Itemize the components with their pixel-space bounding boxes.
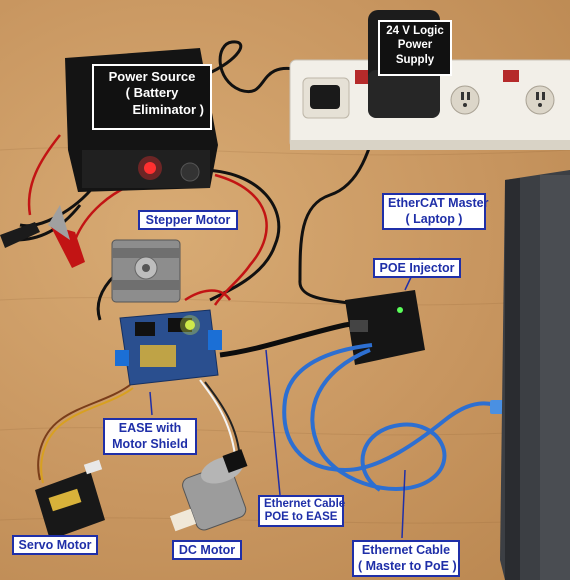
label-ease-shield: EASE with Motor Shield xyxy=(103,418,197,456)
label-ease-shield-line1: EASE with xyxy=(118,421,182,435)
blue-ethernet-cables xyxy=(282,343,516,492)
label-ethercat-master: EtherCAT Master ( Laptop ) xyxy=(382,193,489,231)
label-power-source-line1: Power Source xyxy=(108,69,196,84)
label-power-source-line2: ( Battery xyxy=(125,85,179,101)
label-dc-motor: DC Motor xyxy=(172,540,242,561)
wall-plug xyxy=(310,85,340,109)
power-cables xyxy=(14,40,382,321)
label-logic-supply: 24 V Logic Power Supply xyxy=(378,20,452,76)
ease-shield-board xyxy=(115,309,222,386)
label-servo-motor: Servo Motor xyxy=(12,535,98,556)
alligator-clips xyxy=(0,205,85,268)
label-ethernet-master-poe: Ethernet Cable ( Master to PoE ) xyxy=(352,540,460,578)
servo-motor xyxy=(35,459,105,540)
label-ethernet-poe-ease: Ethernet Cable POE to EASE xyxy=(258,495,346,528)
label-power-source: Power Source ( Battery Eliminator ) xyxy=(92,64,212,130)
label-logic-supply-line3: Supply xyxy=(395,53,435,66)
label-ease-shield-line2: Motor Shield xyxy=(112,436,188,451)
laptop xyxy=(500,170,570,580)
label-ethernet-master-poe-line1: Ethernet Cable xyxy=(361,543,451,557)
label-power-source-line3: Eliminator ) xyxy=(132,101,204,117)
label-stepper-motor: Stepper Motor xyxy=(138,210,238,231)
label-logic-supply-line2: Power xyxy=(397,39,433,52)
label-logic-supply-line1: 24 V Logic xyxy=(386,25,444,37)
label-ethercat-master-line1: EtherCAT Master xyxy=(388,196,489,210)
label-ethernet-poe-ease-line2: POE to EASE xyxy=(264,511,338,524)
label-ethercat-master-line2: ( Laptop ) xyxy=(405,211,463,226)
servo-wires xyxy=(37,379,241,484)
label-poe-injector: POE Injector xyxy=(373,258,461,279)
ethernet-poe-to-ease xyxy=(219,319,366,358)
dc-motor xyxy=(169,449,248,532)
label-ethernet-poe-ease-line1: Ethernet Cable xyxy=(264,498,346,510)
label-ethernet-master-poe-line2: ( Master to PoE ) xyxy=(358,558,457,573)
stepper-motor xyxy=(111,239,181,303)
